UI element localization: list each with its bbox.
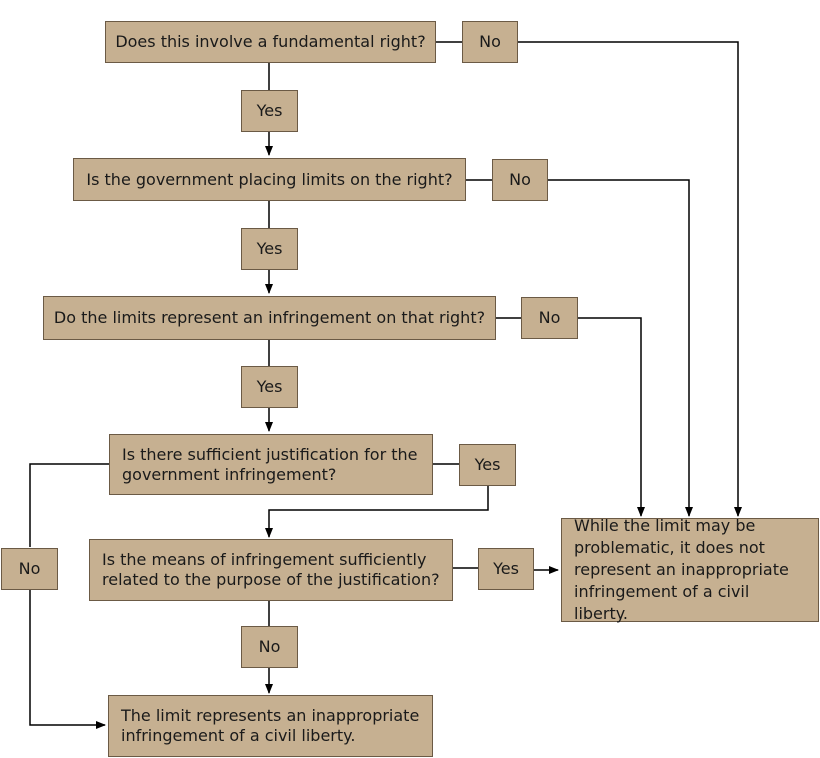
arrow-q4-no-to-inappropriate <box>29 590 106 729</box>
label-q3-yes: Yes <box>241 366 298 408</box>
result-not-inappropriate: While the limit may be problematic, it d… <box>561 516 819 623</box>
label-q5-yes: Yes <box>478 548 534 590</box>
connector-q4-to-no <box>29 463 109 547</box>
arrow-q1-no-to-result <box>518 41 742 517</box>
question-limits-infringement: Do the limits represent an infringement … <box>43 296 496 340</box>
label-q3-no: No <box>521 297 578 339</box>
arrow-q4-yes-to-q5 <box>265 485 489 538</box>
arrow-q2-no-to-result <box>548 179 693 517</box>
question-sufficient-justification: Is there sufficient justification for th… <box>109 434 433 495</box>
label-q4-yes: Yes <box>459 444 516 486</box>
question-fundamental-right: Does this involve a fundamental right? <box>105 21 436 63</box>
question-government-limits: Is the government placing limits on the … <box>73 158 466 201</box>
label-q5-no: No <box>241 626 298 668</box>
question-means-related: Is the means of infringement sufficientl… <box>89 539 453 601</box>
label-q1-yes: Yes <box>241 90 298 132</box>
label-q2-no: No <box>492 159 548 201</box>
label-q1-no: No <box>462 21 518 63</box>
arrow-q3-no-to-result <box>578 317 645 517</box>
label-q2-yes: Yes <box>241 228 298 270</box>
label-q4-no: No <box>1 548 58 590</box>
result-inappropriate: The limit represents an inappropriate in… <box>108 695 433 757</box>
